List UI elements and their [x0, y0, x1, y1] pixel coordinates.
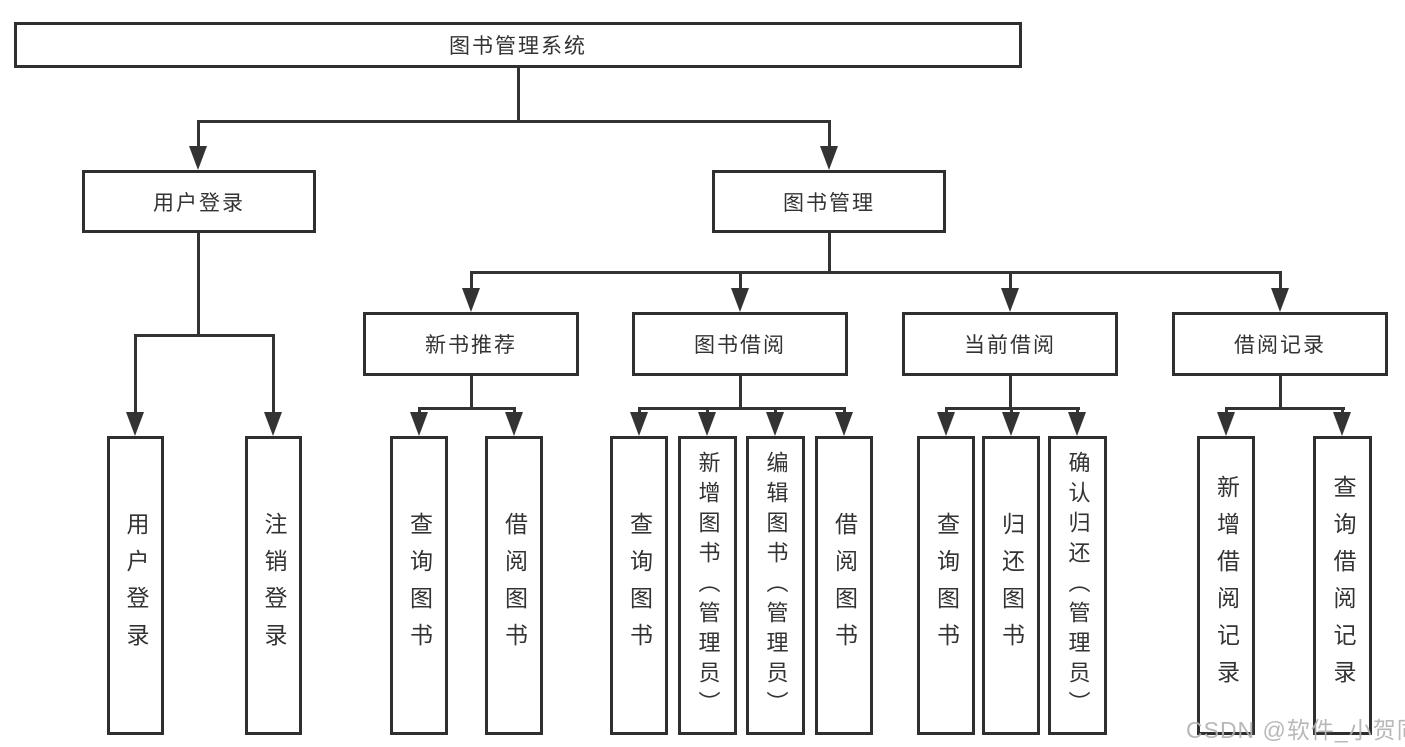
- connector-br-drop-1: [1225, 407, 1228, 415]
- leaf-cb-return-book: 归还图书: [982, 436, 1040, 735]
- leaf-rec-borrow-book: 借阅图书: [485, 436, 543, 735]
- csdn-watermark: CSDN @软件_小贺同学: [1186, 717, 1405, 743]
- connector-drop-new-book: [470, 271, 473, 290]
- leaf-rec-query-book: 查询图书: [390, 436, 448, 735]
- arrowhead-to-bb-borrow: [835, 412, 853, 436]
- leaf-logout-login: 注销登录: [245, 436, 302, 735]
- connector-book-borrow-rail: [638, 407, 846, 410]
- arrowhead-to-borrow-record: [1271, 288, 1289, 312]
- connector-borrow-record-rail: [1225, 407, 1345, 410]
- connector-drop-borrow-record: [1279, 271, 1282, 290]
- leaf-bb-borrow-book: 借阅图书: [815, 436, 873, 735]
- arrowhead-to-br-query: [1333, 412, 1351, 436]
- arrowhead-to-leaf-logout: [264, 412, 282, 436]
- leaf-cb-query-book: 查询图书: [917, 436, 975, 735]
- node-label: 用户登录: [123, 511, 149, 660]
- connector-cb-drop-3: [1076, 407, 1079, 415]
- connector-new-book-stem: [470, 376, 473, 409]
- arrowhead-to-cb-confirm: [1068, 412, 1086, 436]
- connector-bb-drop-3: [774, 407, 777, 415]
- connector-user-login-drop-right: [272, 334, 275, 414]
- arrowhead-to-new-book-rec: [462, 288, 480, 312]
- leaf-cb-confirm-return-admin: 确认归还（管理员）: [1048, 436, 1107, 735]
- connector-root-drop-right: [828, 120, 831, 148]
- node-user-login: 用户登录: [82, 170, 316, 233]
- node-label: 借阅图书: [831, 511, 858, 660]
- leaf-bb-query-book: 查询图书: [610, 436, 668, 735]
- connector-cb-drop-1: [945, 407, 948, 415]
- node-label: 查询图书: [406, 511, 433, 660]
- connector-user-login-drop-left: [134, 334, 137, 414]
- connector-new-book-drop-1: [418, 407, 421, 415]
- node-book-management: 图书管理: [712, 170, 946, 233]
- node-label: 新增图书（管理员）: [695, 450, 721, 721]
- connector-root-drop-left: [197, 120, 200, 148]
- arrowhead-to-rec-borrow-book: [505, 412, 523, 436]
- node-label: 图书管理系统: [449, 35, 587, 58]
- node-label: 图书借阅: [694, 334, 786, 357]
- arrowhead-to-bb-add: [698, 412, 716, 436]
- leaf-br-add-record: 新增借阅记录: [1197, 436, 1255, 735]
- arrowhead-to-bb-edit: [766, 412, 784, 436]
- connector-drop-book-borrow: [739, 271, 742, 290]
- arrowhead-to-leaf-user-login: [126, 412, 144, 436]
- leaf-br-query-record: 查询借阅记录: [1313, 436, 1372, 735]
- arrowhead-to-cb-return: [1002, 412, 1020, 436]
- arrowhead-to-bb-query: [630, 412, 648, 436]
- node-label: 新书推荐: [425, 334, 517, 357]
- arrowhead-to-book-borrow: [731, 288, 749, 312]
- node-label: 用户登录: [153, 191, 245, 215]
- arrowhead-to-br-add: [1217, 412, 1235, 436]
- node-label: 查询借阅记录: [1330, 474, 1356, 697]
- arrowhead-to-current-borrow: [1001, 288, 1019, 312]
- connector-cb-drop-2: [1010, 407, 1013, 415]
- connector-book-borrow-stem: [739, 376, 742, 409]
- node-current-borrowing: 当前借阅: [902, 312, 1118, 376]
- node-label: 当前借阅: [964, 334, 1056, 357]
- node-label: 确认归还（管理员）: [1065, 450, 1091, 721]
- node-label: 图书管理: [783, 191, 875, 215]
- connector-user-login-stem: [197, 233, 200, 336]
- arrowhead-to-rec-query-book: [410, 412, 428, 436]
- connector-bb-drop-4: [843, 407, 846, 415]
- node-new-book-recommend: 新书推荐: [363, 312, 579, 376]
- arrowhead-to-user-login: [189, 146, 207, 170]
- connector-new-book-rail: [418, 407, 516, 410]
- connector-borrow-record-stem: [1279, 376, 1282, 409]
- arrowhead-to-cb-query: [937, 412, 955, 436]
- node-book-borrowing: 图书借阅: [632, 312, 848, 376]
- node-label: 借阅记录: [1234, 334, 1326, 357]
- connector-drop-current-borrow: [1009, 271, 1012, 290]
- node-library-management-system: 图书管理系统: [14, 22, 1022, 68]
- connector-bb-drop-2: [706, 407, 709, 415]
- node-label: 新增借阅记录: [1213, 474, 1240, 697]
- connector-root-stem: [517, 68, 520, 122]
- connector-book-mgmt-rail: [470, 271, 1282, 274]
- node-label: 注销登录: [261, 511, 287, 660]
- leaf-bb-edit-book-admin: 编辑图书（管理员）: [746, 436, 805, 735]
- leaf-user-login: 用户登录: [107, 436, 164, 735]
- node-label: 借阅图书: [501, 511, 528, 660]
- arrowhead-to-book-management: [820, 146, 838, 170]
- node-label: 归还图书: [998, 511, 1025, 660]
- connector-root-rail: [197, 120, 831, 123]
- connector-new-book-drop-2: [513, 407, 516, 415]
- node-borrow-records: 借阅记录: [1172, 312, 1388, 376]
- node-label: 查询图书: [626, 511, 653, 660]
- node-label: 查询图书: [933, 511, 960, 660]
- connector-user-login-rail: [134, 334, 275, 337]
- connector-bb-drop-1: [638, 407, 641, 415]
- connector-book-mgmt-stem: [828, 233, 831, 273]
- node-label: 编辑图书（管理员）: [763, 450, 789, 721]
- leaf-bb-add-book-admin: 新增图书（管理员）: [678, 436, 737, 735]
- connector-current-borrow-stem: [1009, 376, 1012, 409]
- connector-br-drop-2: [1341, 407, 1344, 415]
